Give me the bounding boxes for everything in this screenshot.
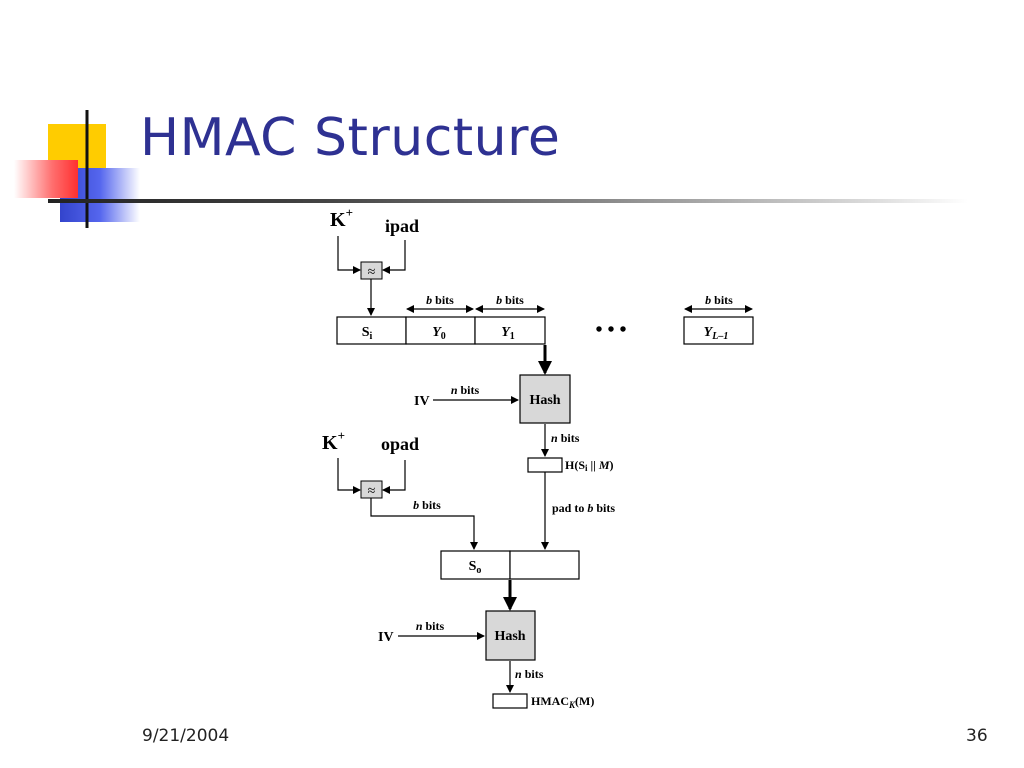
slide-title: HMAC Structure <box>140 108 561 168</box>
opad-to-xor-arrow <box>382 460 406 494</box>
n-bits-label-hash-1-out: n bits <box>551 431 580 445</box>
k-plus-label-1: K+ <box>330 205 353 231</box>
so-label: So <box>469 559 482 576</box>
slide-date: 9/21/2004 <box>142 726 230 746</box>
y0-block <box>405 316 476 345</box>
xor-symbol-2: ≈ <box>368 484 376 499</box>
b-bits-label-xor-2: b bits <box>413 498 441 512</box>
n-bits-label-hash-2-out: n bits <box>515 667 544 681</box>
pad-to-b-bits-label: pad to b bits <box>552 501 615 515</box>
logo-red-square <box>14 160 78 198</box>
xor-2-to-so-arrow <box>370 498 478 550</box>
inner-hash-result-box <box>527 457 563 473</box>
hmac-output-box <box>492 693 528 709</box>
b-bits-label-2: b bits <box>496 293 524 307</box>
si-block <box>336 316 407 345</box>
hash-label-1: Hash <box>529 393 560 408</box>
k-plus-2-to-xor-arrow <box>337 458 361 494</box>
iv-label-1: IV <box>414 394 430 409</box>
hmac-output-label: HMACK(M) <box>531 694 594 710</box>
b-bits-span-3: b bits <box>684 293 753 313</box>
y-last-block <box>683 316 754 345</box>
slide-page-number: 36 <box>966 726 988 746</box>
y1-label: Y1 <box>501 325 515 342</box>
opad-label: opad <box>381 434 419 454</box>
iv-label-2: IV <box>378 630 394 645</box>
b-bits-span-2: b bits <box>475 293 545 313</box>
b-bits-label-1: b bits <box>426 293 454 307</box>
ipad-to-xor-arrow <box>382 240 406 274</box>
k-plus-1-to-xor-arrow <box>337 236 361 274</box>
padded-inner-hash-block <box>509 550 580 580</box>
ellipsis-dots: • • • <box>595 319 626 341</box>
n-bits-label-iv-1: n bits <box>451 383 480 397</box>
b-bits-span-1: b bits <box>406 293 474 313</box>
hash-box-2 <box>485 610 536 661</box>
n-bits-label-iv-2: n bits <box>416 619 445 633</box>
si-label: Si <box>362 325 373 342</box>
ipad-label: ipad <box>385 216 419 236</box>
title-underline <box>48 199 968 203</box>
xor-symbol-1: ≈ <box>368 265 376 280</box>
y1-block <box>474 316 546 345</box>
hash-label-2: Hash <box>494 629 525 644</box>
inner-hash-result-label: H(Si || M) <box>565 458 614 473</box>
k-plus-label-2: K+ <box>322 428 345 454</box>
b-bits-label-3: b bits <box>705 293 733 307</box>
y-last-label: YL–1 <box>704 325 729 342</box>
hash-box-1 <box>519 374 571 424</box>
slide-logo-decoration <box>14 110 140 228</box>
y0-label: Y0 <box>432 325 446 342</box>
